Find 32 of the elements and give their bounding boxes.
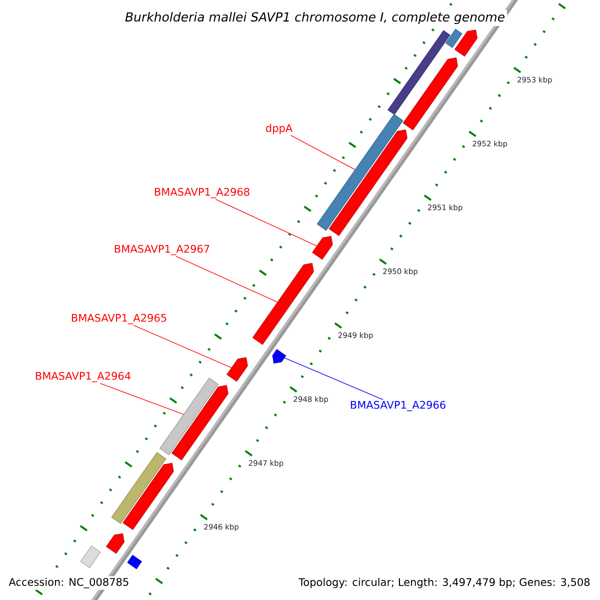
gene-block bbox=[226, 357, 248, 382]
gene-block bbox=[122, 462, 174, 530]
gene-block bbox=[312, 236, 333, 260]
gene-block bbox=[402, 57, 458, 130]
accession-text: Accession: NC_008785 bbox=[7, 576, 131, 590]
gene-bar bbox=[388, 30, 450, 115]
gene-label: BMASAVP1_A2967 bbox=[114, 244, 210, 256]
gene-label: dppA bbox=[266, 124, 292, 134]
leader-line bbox=[215, 199, 318, 246]
gene-block bbox=[454, 30, 478, 57]
gene-label: BMASAVP1_A2965 bbox=[72, 314, 166, 324]
gene-bar bbox=[127, 554, 142, 570]
leader-line bbox=[176, 256, 278, 302]
leader-line bbox=[100, 382, 184, 415]
gene-label: BMASAVP1_A2964 bbox=[36, 372, 130, 382]
gene-block bbox=[252, 263, 314, 345]
gene-bar bbox=[80, 546, 101, 568]
gene-bar bbox=[316, 114, 404, 231]
gene-block bbox=[272, 349, 286, 364]
gene-bar bbox=[160, 378, 218, 455]
topology-text: Topology: circular; Length: 3,497,479 bp; Genes: 3,508 bbox=[297, 576, 592, 590]
leader-line bbox=[284, 358, 384, 400]
gene-block bbox=[328, 130, 408, 236]
gene-block bbox=[106, 533, 124, 554]
gene-label: BMASAVP1_A2968 bbox=[154, 188, 250, 198]
gene-bar bbox=[446, 28, 462, 48]
gene-label: BMASAVP1_A2966 bbox=[350, 400, 446, 412]
leader-line bbox=[133, 324, 232, 368]
leader-line bbox=[290, 134, 356, 170]
gene-block bbox=[172, 385, 228, 460]
title: Burkholderia mallei SAVP1 chromosome I, complete genome bbox=[122, 10, 508, 26]
gene-bar bbox=[111, 452, 166, 524]
